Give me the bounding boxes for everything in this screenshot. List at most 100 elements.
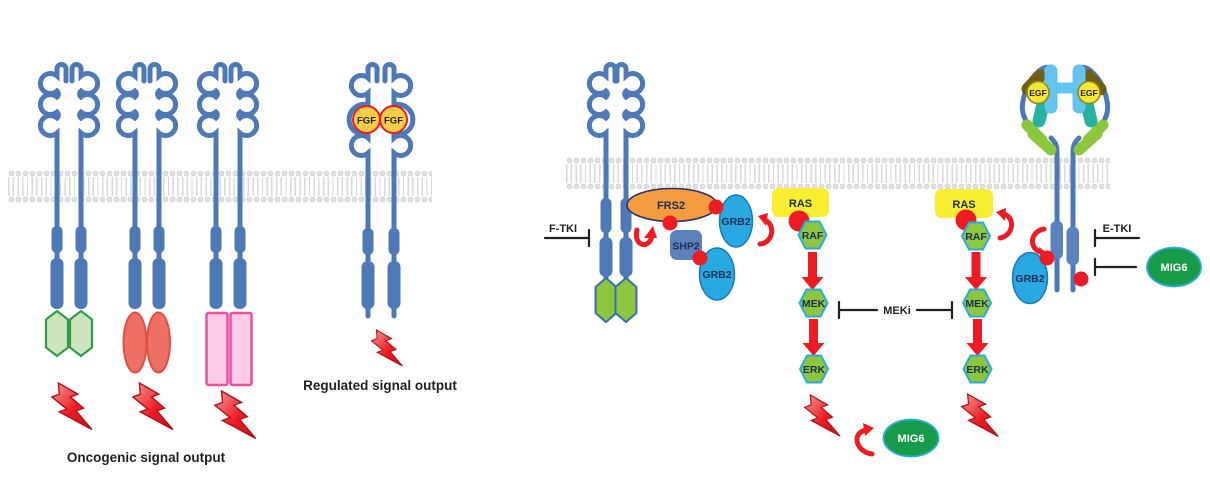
receptor-monomer [382,62,416,319]
raf-label: RAF [965,231,987,243]
juxtamembrane-domain [153,226,165,253]
ras-box [772,188,829,217]
mig6-inhibition [1093,257,1138,277]
grb2-label: GRB2 [1015,273,1044,285]
erk-hexagon [962,354,993,384]
grb2-label: GRB2 [721,216,750,228]
kinase-domain [619,237,633,277]
kinase-domain [1050,221,1063,259]
juxtamembrane-domain [362,228,374,255]
phospho-dot [662,215,678,231]
kinase-domain [387,261,401,309]
activation-arrow [802,319,825,356]
grb2-ellipse [718,194,754,248]
phospho-dot [708,199,724,215]
kinase-domain [1066,227,1079,265]
raf-hexagon [960,221,992,251]
mig6-label: MIG6 [1161,262,1188,274]
fusion-partner-rectangle [205,311,229,387]
kinase-domain [152,258,166,309]
fusion-partner-oval [122,311,148,374]
activation-curved-arrow [633,226,657,247]
egf-ligand-label: EGF [1080,88,1097,98]
fusion-partner-hexagon [68,309,94,358]
egf-ligand [1077,80,1101,105]
receptor-monomer [586,62,618,288]
grb2-ellipse [698,247,736,301]
fusion-partner-hexagon [44,309,70,358]
erk-label: ERK [803,364,826,376]
ras-label: RAS [952,199,975,211]
domain-iii-segment [1080,97,1098,128]
left-panel: FGF FGF Oncogenic signal output Regulate… [37,62,457,465]
phospho-dot [1039,250,1055,266]
receptor-tail-hexagon [614,276,638,324]
receptor-monomer [115,62,147,308]
juxtamembrane-domain [75,226,87,253]
domain-iv-segment [1021,119,1048,146]
juxtamembrane-domain [600,198,612,233]
phospho-dot [692,250,708,266]
erk-hexagon [798,354,830,384]
receptor-monomer [196,62,228,308]
meki-label: MEKi [883,305,911,317]
activation-arrow [801,252,824,290]
activation-arrow [965,252,987,290]
juxtamembrane-domain [129,226,141,253]
meki-inhibition: MEKi [837,300,954,320]
receptor-monomer [69,62,101,308]
right-panel: F-TKI FRS2 SHP2 GRB2 GRB2 [543,62,1202,458]
kinase-domain [50,258,64,309]
plasma-membrane-right [566,157,1110,190]
lipid-tails [8,177,432,196]
oncogenic-dimer-rectangle-fusion [196,62,260,387]
fgf-ligand-label: FGF [384,116,403,127]
juxtamembrane-domain [234,226,246,253]
ftki-inhibition: F-TKI [543,223,591,248]
etki-inhibition: E-TKI [1093,223,1141,248]
lipid-heads-top [8,170,432,177]
juxtamembrane-domain [51,226,63,253]
raf-hexagon [797,220,828,250]
regulated-signal-caption: Regulated signal output [303,378,457,393]
juxtamembrane-domain [388,228,400,255]
receptor-monomer [228,62,260,308]
lipid-heads-bottom [566,183,1110,190]
oncogenic-dimer-oval-fusion [115,62,179,374]
ras-box [935,189,993,218]
mek-label: MEK [802,298,826,310]
kinase-domain [361,261,375,309]
lipid-heads-bottom [8,196,432,203]
fusion-partner-rectangle [229,311,253,387]
receptor-backbone [1070,135,1082,293]
mig6-ellipse [882,418,940,458]
mig6-label: MIG6 [898,433,925,445]
shp2-box [670,230,702,260]
activation-curved-arrow [757,213,775,247]
fgf-ligand [379,105,408,134]
lightning-bolt-icon [213,389,257,440]
raf-label: RAF [802,230,824,242]
ras-label: RAS [789,198,812,210]
grb2-ellipse [1011,251,1049,305]
mek-hexagon [961,288,993,318]
mig6-ellipse [1146,246,1202,288]
lightning-bolt-icon [131,381,174,431]
kinase-domain [128,258,142,309]
plasma-membrane-left [8,170,432,203]
fgfr-receptor-dimer [586,62,646,324]
receptor-tail-hexagon [594,276,618,324]
fgf-ligand-label: FGF [357,116,376,127]
receptor-monomer [37,62,69,308]
activation-arrow [966,319,989,356]
lightning-bolt-icon [50,381,93,431]
lipid-heads-top [566,157,1110,164]
domain-iii-segment [1032,97,1050,128]
domain-iv-segment [1082,119,1109,146]
mig6-induction-arrow [854,423,875,457]
receptor-monomer [614,62,646,288]
frs2-label: FRS2 [657,200,685,212]
receptor-monomer [147,62,179,308]
shp2-label: SHP2 [672,241,700,253]
